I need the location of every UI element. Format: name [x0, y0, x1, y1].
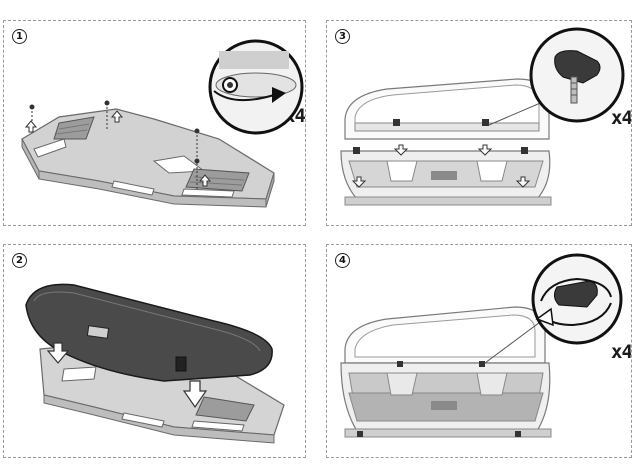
zoom-detail: [531, 253, 623, 345]
rack-assembly-illustration: [21, 39, 304, 208]
step-1-panel: 1 x4: [3, 20, 306, 226]
knob-icon: [554, 50, 601, 84]
knob: [393, 119, 400, 126]
grip-plate: [185, 168, 250, 192]
arrow-up-icon: [24, 120, 38, 133]
arrow-up-icon: [198, 174, 212, 187]
arrow-down-icon: [182, 380, 208, 409]
arrow-down-icon: [477, 144, 493, 156]
step-number-badge: 1: [12, 29, 27, 44]
knob: [482, 119, 489, 126]
knob: [521, 147, 528, 154]
arrow-down-icon: [351, 176, 367, 188]
step-number-badge: 3: [335, 29, 350, 44]
rotate-arrow-icon: [213, 90, 275, 102]
knob: [479, 361, 485, 367]
arrow-down-icon: [393, 144, 409, 156]
final-assembly-illustration: [340, 253, 623, 438]
quantity-label: x4: [611, 107, 632, 129]
rotate-arrow-icon: [540, 277, 612, 302]
step-number-badge: 2: [12, 253, 27, 268]
quantity-label: x4: [611, 341, 632, 363]
screw: [29, 100, 200, 191]
arrow-down-icon: [515, 176, 531, 188]
step-2-panel: 2: [3, 244, 306, 458]
zoom-detail: [529, 27, 625, 123]
knob: [353, 147, 360, 154]
arrow-down-icon: [46, 342, 70, 364]
knob: [357, 431, 363, 437]
arrow-up-icon: [110, 110, 124, 123]
step-3-panel: 3 x4: [326, 20, 632, 226]
zoom-detail: [208, 39, 304, 135]
bag-placement-illustration: [25, 283, 285, 444]
rack-frame-illustration: [340, 27, 625, 206]
step-4-panel: 4 x4: [326, 244, 632, 458]
knob: [397, 361, 403, 367]
step-number-badge: 4: [335, 253, 350, 268]
knob: [515, 431, 521, 437]
grip-plate: [53, 116, 95, 140]
